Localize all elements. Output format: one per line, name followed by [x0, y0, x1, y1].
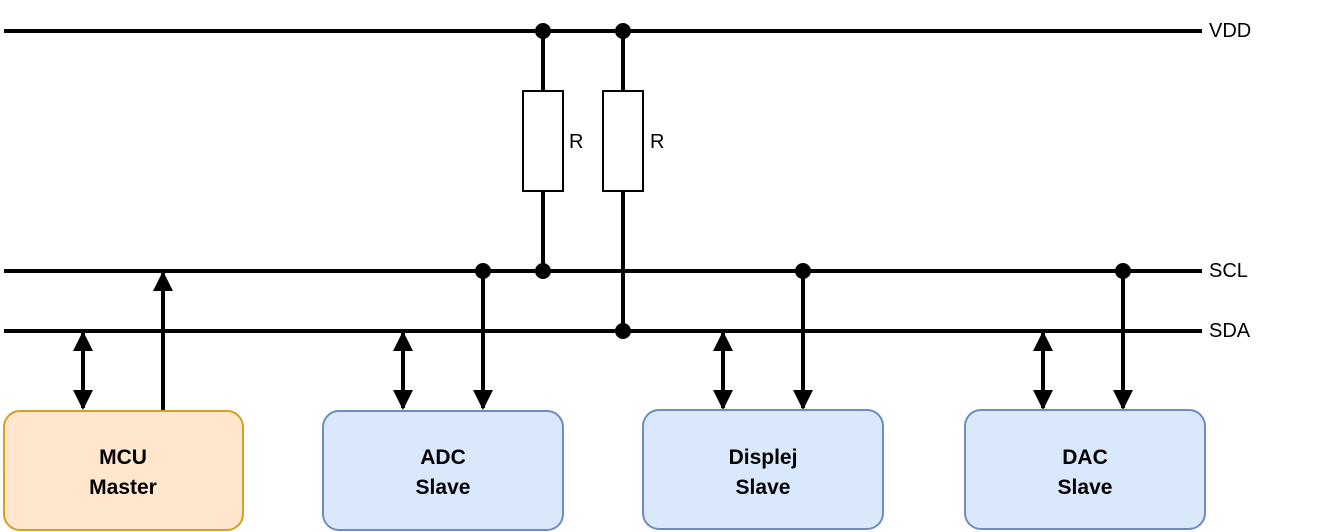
device-role: Slave	[736, 476, 791, 499]
pullup-resistor-sda: R	[602, 23, 664, 339]
mcu-master-box: MCU Master	[3, 410, 244, 531]
junction-dot	[615, 323, 631, 339]
sda-label: SDA	[1209, 320, 1251, 342]
junction-dot	[535, 263, 551, 279]
vdd-label: VDD	[1209, 20, 1251, 42]
resistor-label: R	[569, 131, 583, 153]
device-name: Displej	[729, 446, 798, 469]
scl-label: SCL	[1209, 260, 1248, 282]
dac-slave-box: DAC Slave	[964, 409, 1206, 530]
pullup-resistor-scl: R	[522, 23, 583, 279]
junction-dot	[1115, 263, 1131, 279]
resistor-label: R	[650, 131, 664, 153]
device-role: Slave	[1058, 476, 1113, 499]
junction-dot	[615, 23, 631, 39]
displej-slave-box: Displej Slave	[642, 409, 884, 530]
junction-dot	[535, 23, 551, 39]
device-name: DAC	[1062, 446, 1108, 469]
device-role: Master	[89, 476, 157, 499]
junction-dot	[475, 263, 491, 279]
device-name: ADC	[420, 446, 466, 469]
junction-dot	[795, 263, 811, 279]
device-name: MCU	[99, 446, 147, 469]
device-role: Slave	[416, 476, 471, 499]
adc-slave-box: ADC Slave	[322, 410, 564, 531]
